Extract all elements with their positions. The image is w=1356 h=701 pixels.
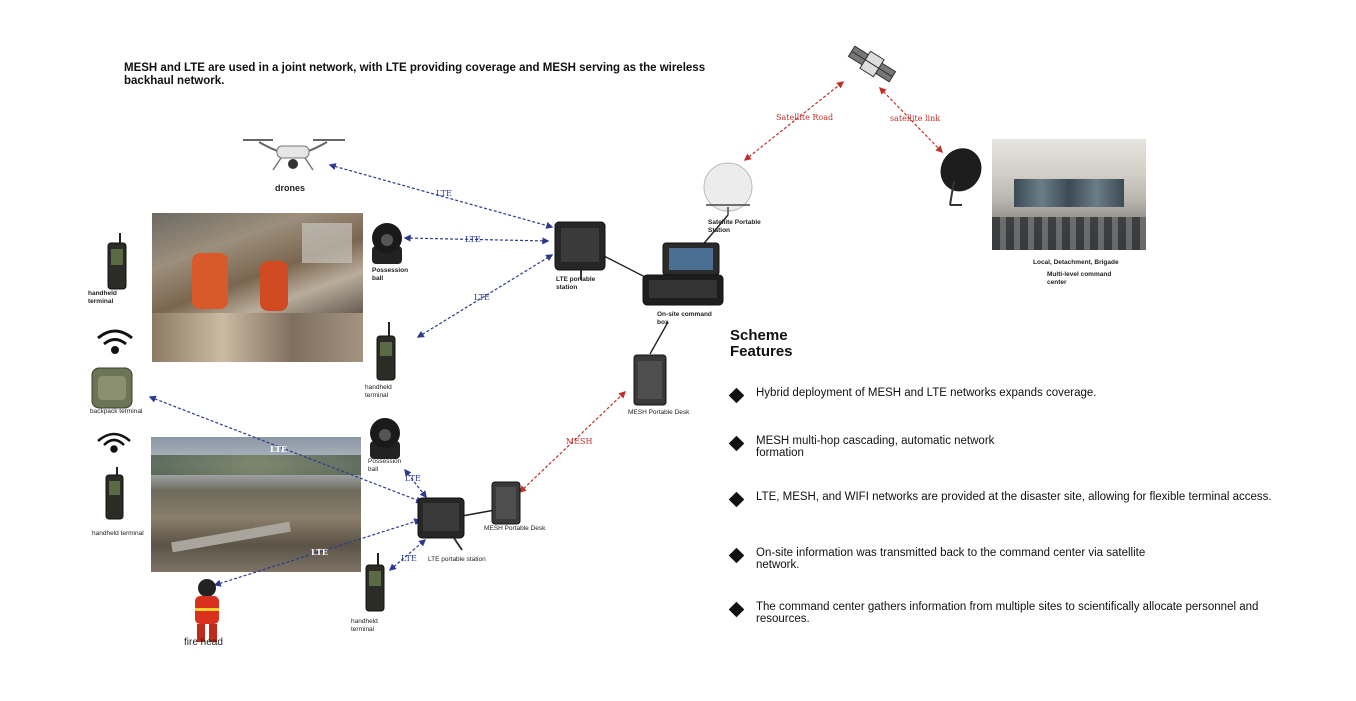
satellite-portable-station-label: Satellite Portable Station [708,219,761,234]
feature-item: LTE, MESH, and WIFI networks are provide… [727,491,1297,508]
lte-portable-station-label: LTE portable station [556,276,596,291]
handheld-terminal-icon [365,553,385,612]
lte-label-2: LTE [465,235,481,244]
possession-ball-label: Possession ball [368,458,402,473]
mesh-desk-icon [633,354,667,406]
diamond-bullet-icon [728,435,745,452]
handheld-terminal-icon [376,322,396,381]
lte-label-3: LTE [474,293,490,302]
diamond-bullet-icon [728,387,745,404]
command-center-photo [992,139,1146,250]
feature-text: MESH multi-hop cascading, automatic netw… [756,435,995,459]
handheld-terminal-icon [105,467,124,520]
diamond-bullet-icon [728,491,745,508]
lte-label-6: LTE [311,547,328,557]
portable-station-icon [417,497,465,551]
feature-text: The command center gathers information f… [756,601,1259,625]
command-center-levels-label: Local, Detachment, Brigade [1033,259,1119,266]
mesh-label: MESH [566,437,593,446]
link-handheld2-station2 [388,539,427,571]
link-ball2-station2 [404,468,427,499]
link-satellite-road [743,81,845,161]
camera-ball-icon [372,223,402,264]
link-mesh [518,391,627,493]
handheld-terminal-label: handheld terminal [351,618,378,633]
satellite-road-label: Satellite Road [776,113,833,122]
camera-ball-icon [370,418,400,459]
diamond-bullet-icon [728,547,745,564]
drone-icon [243,139,345,171]
satellite-dish-icon [940,148,982,206]
link-ball-station [403,234,550,245]
satellite-portable-dish-icon [703,162,753,215]
handheld-terminal-label: handheld terminal [365,384,392,399]
onsite-command-box-label: On-site command box [657,311,712,326]
handheld-terminal-label: handheld terminal [92,530,144,537]
mesh-portable-desk-label: MESH Portable Desk [484,525,546,532]
lte-label-4: LTE [270,444,287,454]
mesh-desk-icon [491,481,521,525]
portable-station-icon [554,221,606,280]
diamond-bullet-icon [728,601,745,618]
feature-item: On-site information was transmitted back… [727,547,1297,571]
mesh-portable-desk-label: MESH Portable Desk [628,409,690,416]
feature-text: On-site information was transmitted back… [756,547,1146,571]
headline: MESH and LTE are used in a joint network… [124,62,706,87]
feature-item: MESH multi-hop cascading, automatic netw… [727,435,1297,459]
possession-ball-label: Possession ball [372,267,409,282]
link-firehead-station2 [213,518,422,587]
feature-item: The command center gathers information f… [727,601,1297,625]
command-box-icon [642,242,724,306]
features-title: Scheme Features [730,327,793,360]
feature-text: Hybrid deployment of MESH and LTE networ… [756,387,1097,399]
backpack-terminal-label: backpack terminal [90,408,143,415]
link-backpack-station2 [148,395,424,504]
feature-text: LTE, MESH, and WIFI networks are provide… [756,491,1272,503]
handheld-terminal-icon [107,233,127,290]
fire-head-label: fire head [184,637,223,648]
drones-label: drones [275,183,306,193]
link-drone-station [328,163,554,229]
earthquake-rubble-photo [152,213,363,362]
backpack-terminal-icon [91,367,133,409]
wifi-icon [97,329,133,354]
lte-portable-station-label: LTE portable station [428,556,486,563]
signal-icon [97,432,131,453]
command-center-label: Multi-level command center [1047,271,1112,286]
firefighter-icon [195,579,219,642]
lte-links [148,163,554,587]
link-handheld-station [416,254,554,338]
lte-label-7: LTE [401,554,417,563]
satellite-link-label: satellite link [890,114,940,123]
lte-label-5: LTE [405,474,421,483]
handheld-terminal-label: handheld terminal [88,290,117,305]
feature-item: Hybrid deployment of MESH and LTE networ… [727,387,1297,404]
lte-label-1: LTE [436,189,452,198]
satellite-icon [847,45,897,83]
